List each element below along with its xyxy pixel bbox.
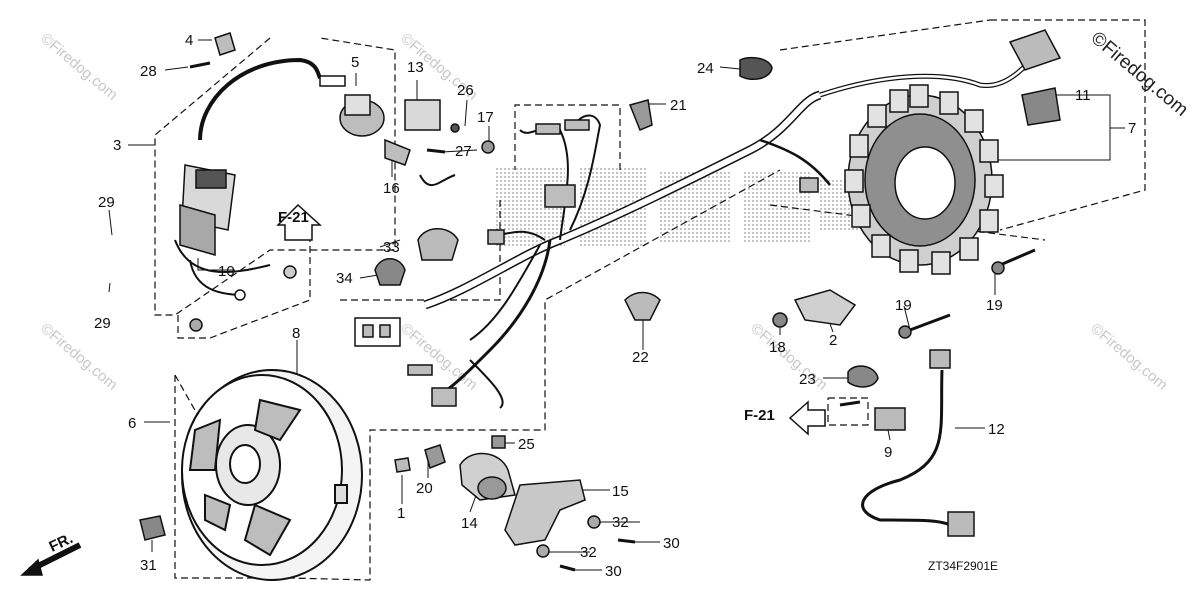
callout-label: 20 [416,480,433,497]
callout-label: 30 [663,535,680,552]
watermark-text: ©Firedog.com [37,30,120,104]
callout-label: 1 [397,505,405,522]
callout-label: 3 [113,137,121,154]
harness-connectors [354,119,819,407]
callout-label: 33 [383,239,400,256]
callout-label: 31 [140,557,157,574]
callout-label: 7 [1128,120,1136,137]
callout-label: 19 [986,297,1003,314]
callout-label: 18 [769,339,786,356]
callout-label: 32 [580,544,597,561]
callout-label: 25 [518,436,535,453]
callout-label: 10 [218,263,235,280]
callout-label: 5 [351,54,359,71]
callout-label: 12 [988,421,1005,438]
callout-label: 13 [407,59,424,76]
callout-label: 29 [94,315,111,332]
callout-label: 29 [98,194,115,211]
reference-marker-f21: F-21 [278,209,309,226]
corner-watermark: ©Firedog.com [1087,28,1192,121]
callout-label: 2 [829,332,837,349]
callout-labels: 1 2 3 4 5 6 7 8 9 10 11 12 13 14 15 16 1… [94,32,1136,580]
callout-label: 34 [336,270,353,287]
callout-label: 8 [292,325,300,342]
callout-label: 4 [185,32,193,49]
callout-label: 27 [455,143,472,160]
ignition-coil-part [174,57,322,301]
callout-label: 21 [670,97,687,114]
callout-label: 17 [477,109,494,126]
callout-label: 32 [612,514,629,531]
spark-plug-cap-part [319,75,385,137]
watermark-text: ©Firedog.com [1087,320,1170,394]
callout-label: 11 [1075,87,1091,104]
stator-part [844,84,1004,275]
brand-logo-pattern [495,168,860,248]
diagram-code: ZT34F2901E [928,559,998,573]
callout-label: 14 [461,515,478,532]
callout-label: 24 [697,60,714,77]
callout-label: 15 [612,483,629,500]
callout-label: 16 [383,180,400,197]
watermark-text: ©Firedog.com [747,320,830,394]
small-hardware [20,29,1062,576]
reference-marker-f21: F-21 [744,407,775,424]
callout-label: 6 [128,415,136,432]
callout-label: 19 [895,297,912,314]
callout-label: 9 [884,444,892,461]
callout-label: 28 [140,63,157,80]
callout-label: 30 [605,563,622,580]
flywheel-part [181,369,363,581]
callout-label: 26 [457,82,474,99]
callout-label: 22 [632,349,649,366]
watermark-text: ©Firedog.com [397,320,480,394]
callout-label: 23 [799,371,816,388]
